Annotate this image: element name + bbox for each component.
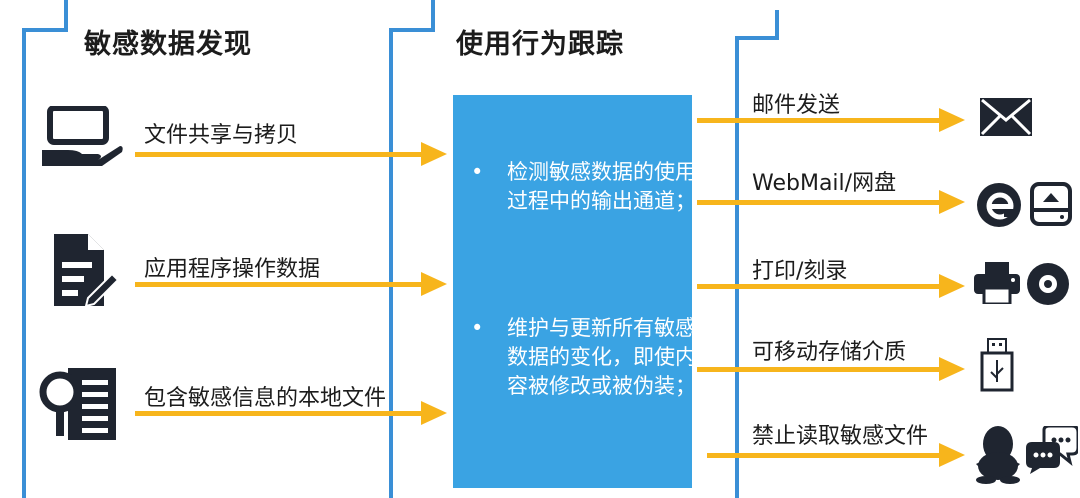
bullet-marker: • [471, 316, 484, 340]
left-arrow-1 [135, 142, 447, 166]
right-label-4: 可移动存储介质 [752, 340, 907, 365]
heading-tracking: 使用行为跟踪 [456, 29, 624, 60]
right-arrow-1 [697, 108, 965, 132]
bracket-1-top [22, 28, 68, 32]
bullet-marker: • [471, 160, 484, 184]
hand-laptop-icon [42, 106, 123, 166]
envelope-icon [980, 98, 1032, 136]
right-arrow-4 [697, 357, 965, 381]
bracket-1-vertical [22, 28, 26, 498]
document-pencil-icon [54, 234, 120, 308]
browser-icon [977, 183, 1021, 227]
right-label-3: 打印/刻录 [752, 259, 848, 284]
right-label-2: WebMail/网盘 [752, 171, 897, 196]
bracket-3-tick [775, 10, 779, 40]
right-label-5: 禁止读取敏感文件 [752, 424, 929, 449]
center-bullet-2: • 维护与更新所有敏感数据的变化，即使内容被修改或被伪装； [471, 314, 697, 434]
magnifier-document-icon [39, 368, 116, 440]
right-arrow-2 [697, 190, 965, 214]
bracket-2-vertical [389, 28, 393, 498]
bracket-1-tick [64, 0, 68, 32]
bullet-text: 维护与更新所有敏感数据的变化，即使内容被修改或被伪装； [507, 316, 696, 398]
printer-icon [974, 262, 1020, 304]
center-box [453, 95, 692, 488]
penguin-icon [976, 426, 1020, 484]
left-label-2: 应用程序操作数据 [144, 257, 321, 282]
bracket-2-top [389, 28, 435, 32]
bracket-3-vertical [735, 36, 739, 498]
bracket-3-top [735, 36, 779, 40]
disc-icon [1027, 263, 1069, 305]
bullet-text: 检测敏感数据的使用过程中的输出通道； [507, 160, 696, 213]
left-label-1: 文件共享与拷贝 [144, 123, 299, 148]
right-arrow-3 [697, 274, 965, 298]
left-arrow-2 [135, 272, 447, 296]
bracket-2-tick [431, 0, 435, 32]
right-arrow-5 [707, 443, 965, 467]
right-label-1: 邮件发送 [752, 93, 841, 118]
usb-drive-icon [980, 338, 1014, 392]
drive-icon [1030, 182, 1072, 226]
left-label-3: 包含敏感信息的本地文件 [144, 386, 387, 411]
heading-discovery: 敏感数据发现 [84, 29, 252, 60]
center-bullet-1: • 检测敏感数据的使用过程中的输出通道； [471, 158, 697, 248]
chat-bubbles-icon [1026, 426, 1078, 474]
left-arrow-3 [135, 401, 447, 425]
